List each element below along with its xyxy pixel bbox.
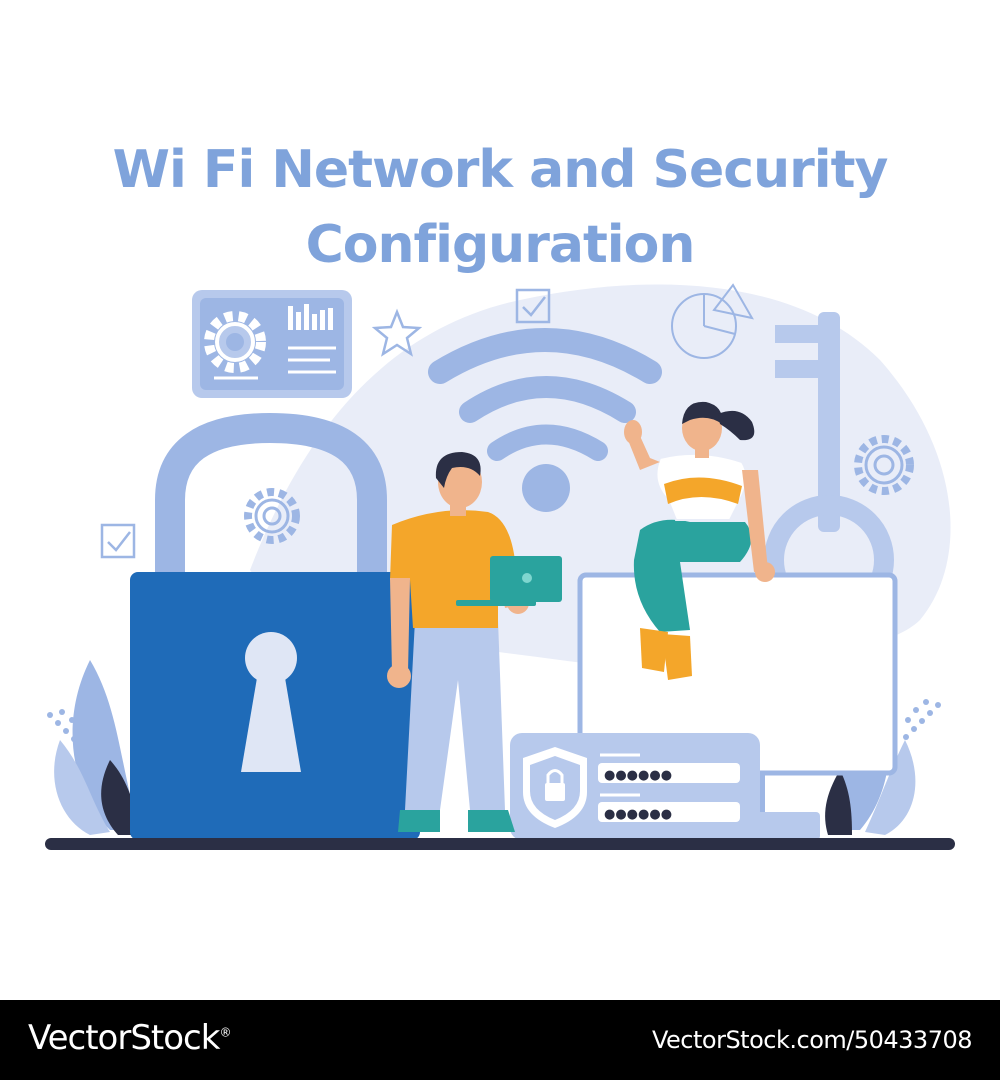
checkbox-icon-left: [100, 523, 136, 559]
gear-icon: [204, 311, 266, 373]
footer-bar: VectorStock® VectorStock.com/50433708: [0, 1000, 1000, 1080]
password-mask-1: ●●●●●●: [604, 768, 672, 783]
left-leaves: [47, 660, 140, 835]
page-title-line-1: Wi Fi Network and Security: [112, 140, 889, 200]
mini-bar-chart-icon: [288, 304, 333, 330]
illustration: ●●●●●● ●●●●●●: [45, 283, 955, 850]
woman-waving: [624, 401, 775, 680]
password-mask-2: ●●●●●●: [604, 807, 672, 822]
checkbox-icon: [515, 288, 551, 324]
footer-brand[interactable]: VectorStock®: [28, 1018, 231, 1058]
footer-image-id[interactable]: VectorStock.com/50433708: [651, 1026, 973, 1054]
ground-line: [45, 838, 955, 850]
laptop-icon: [456, 556, 562, 606]
page-title-line-2: Configuration: [305, 215, 696, 275]
star-icon: [371, 308, 423, 357]
footer-brand-name: VectorStock: [28, 1018, 220, 1058]
padlock-icon: [130, 412, 420, 840]
gear-icon-small: [244, 488, 300, 544]
key-icon: [764, 312, 894, 625]
password-card: ●●●●●● ●●●●●●: [510, 733, 760, 840]
wifi-icon: [428, 328, 662, 512]
man-with-laptop: [387, 452, 562, 832]
pie-chart-icon: [671, 283, 754, 359]
gear-icon-right: [854, 435, 914, 495]
settings-card: [192, 290, 352, 398]
shield-lock-icon: [523, 747, 587, 828]
footer-registered-mark: ®: [219, 1025, 231, 1040]
